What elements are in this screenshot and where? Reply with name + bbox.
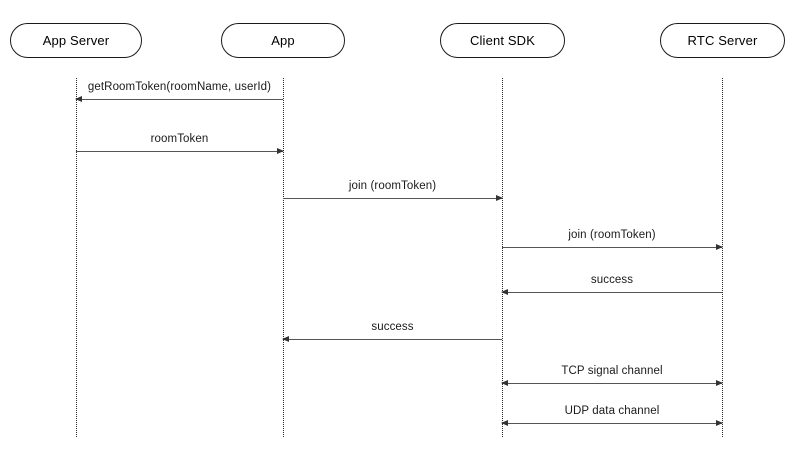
participant-label-rtc-server: RTC Server — [687, 33, 758, 48]
msg-tcp-channel-arrowhead-right-icon — [716, 379, 723, 386]
msg-join-rtc-line — [502, 247, 722, 248]
lifeline-app — [283, 78, 284, 437]
msg-join-rtc-arrowhead-right-icon — [716, 243, 723, 250]
msg-join-sdk-arrowhead-right-icon — [496, 194, 503, 201]
msg-room-token-arrowhead-right-icon — [277, 147, 284, 154]
msg-tcp-channel-line — [502, 383, 722, 384]
msg-tcp-channel-label: TCP signal channel — [561, 365, 663, 377]
lifeline-client-sdk — [502, 78, 503, 437]
msg-udp-channel-line — [502, 423, 722, 424]
participant-box-app[interactable]: App — [221, 23, 345, 58]
msg-get-room-token-line — [76, 99, 283, 100]
msg-get-room-token-label: getRoomToken(roomName, userId) — [87, 81, 272, 93]
lifeline-rtc-server — [722, 78, 723, 437]
msg-success-rtc-arrowhead-left-icon — [501, 288, 508, 295]
participant-box-client-sdk[interactable]: Client SDK — [440, 23, 565, 58]
msg-success-rtc-line — [502, 292, 722, 293]
msg-success-rtc-label: success — [590, 274, 634, 286]
msg-udp-channel-label: UDP data channel — [564, 405, 660, 417]
msg-success-app-line — [283, 339, 502, 340]
participant-label-client-sdk: Client SDK — [469, 33, 536, 48]
msg-room-token-label: roomToken — [150, 133, 209, 145]
participant-box-app-server[interactable]: App Server — [10, 23, 142, 58]
msg-room-token-line — [76, 151, 283, 152]
msg-join-sdk-line — [283, 198, 502, 199]
participant-box-rtc-server[interactable]: RTC Server — [660, 23, 785, 58]
msg-tcp-channel-arrowhead-left-icon — [501, 379, 508, 386]
participant-label-app-server: App Server — [42, 33, 110, 48]
msg-udp-channel-arrowhead-left-icon — [501, 419, 508, 426]
msg-udp-channel-arrowhead-right-icon — [716, 419, 723, 426]
msg-success-app-arrowhead-left-icon — [282, 335, 289, 342]
msg-join-sdk-label: join (roomToken) — [348, 180, 437, 192]
msg-join-rtc-label: join (roomToken) — [568, 229, 656, 241]
msg-success-app-label: success — [371, 321, 414, 333]
participant-label-app: App — [271, 33, 295, 48]
msg-get-room-token-arrowhead-left-icon — [75, 95, 82, 102]
lifeline-app-server — [76, 78, 77, 437]
